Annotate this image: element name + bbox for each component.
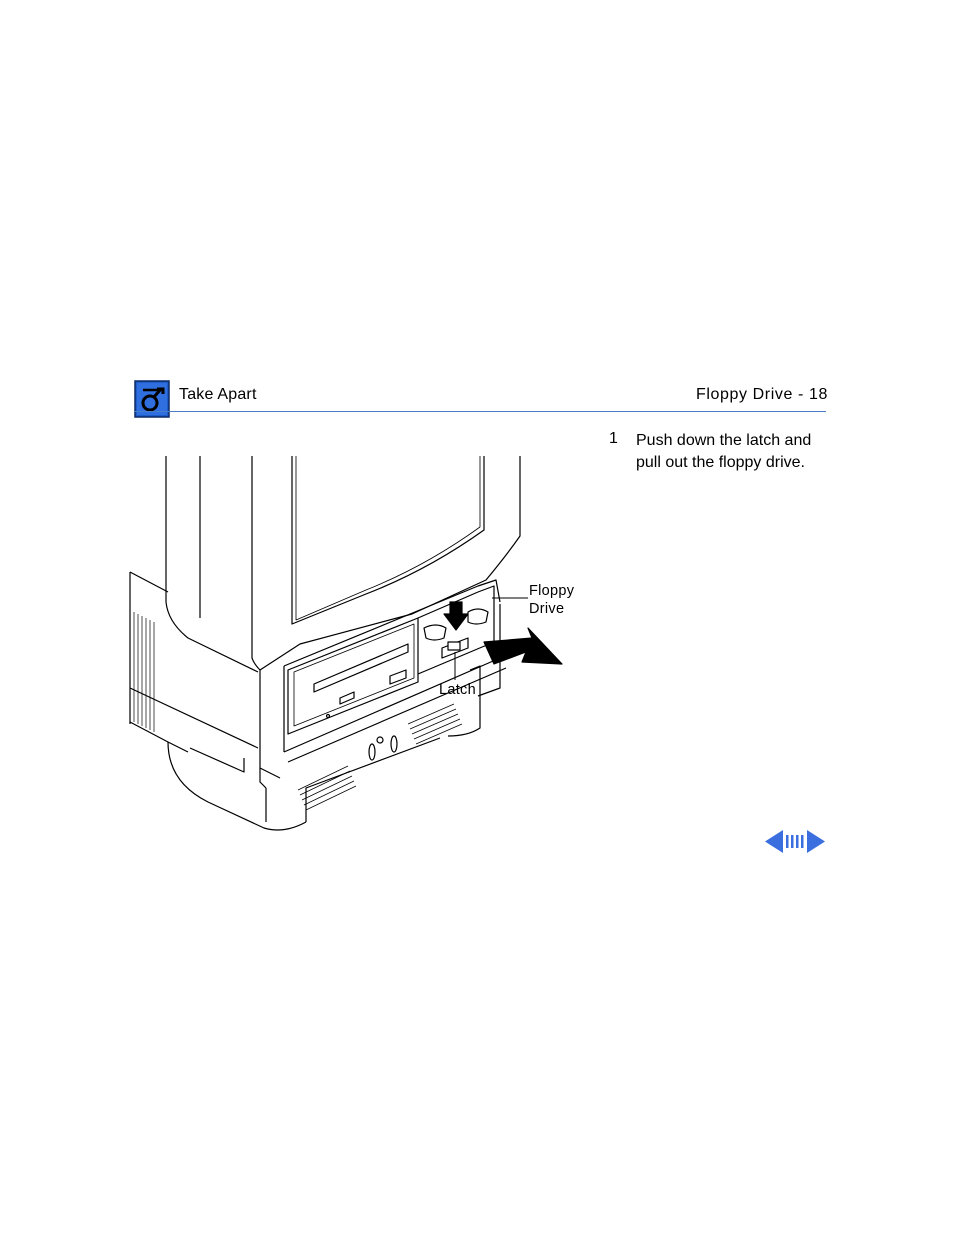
computer-floppy-drive-illustration — [129, 456, 563, 831]
header-divider — [134, 411, 826, 412]
browse-bars-icon[interactable] — [783, 830, 807, 853]
section-title: Take Apart — [179, 386, 257, 403]
page-title: Floppy Drive - 18 — [695, 386, 828, 403]
next-page-arrow-icon[interactable] — [807, 830, 825, 853]
step-number: 1 — [609, 430, 618, 447]
step-instruction: Push down the latch and pull out the flo… — [636, 432, 812, 471]
floppy-drive-callout-text: Floppy Drive — [529, 583, 575, 617]
page-navigation — [765, 830, 825, 853]
service-manual-logo-icon — [134, 380, 170, 418]
previous-page-arrow-icon[interactable] — [765, 830, 783, 853]
floppy-drive-callout: Floppy Drive — [529, 582, 574, 618]
latch-callout: Latch — [439, 682, 476, 698]
